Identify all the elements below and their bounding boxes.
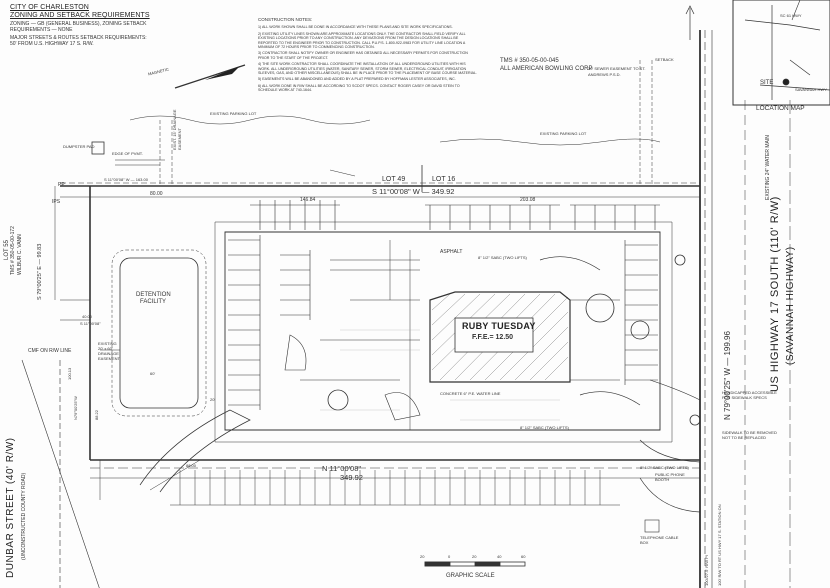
existing-parking-lot-label: EXISTING PARKING LOT xyxy=(210,111,257,116)
existing-drainage-1: EXISTING xyxy=(98,341,117,346)
dunbar-street-sub: (UNCONSTRUCTED COUNTY ROAD) xyxy=(21,472,27,560)
edge-of-pvmt-label: EDGE OF PVMT. xyxy=(112,151,143,156)
lot-49-label: LOT 49 xyxy=(382,176,406,183)
header-us17: 50' FROM U.S. HIGHWAY 17 S. R/W. xyxy=(10,41,94,47)
ffe-label: F.F.E.= 12.50 xyxy=(472,334,514,341)
bearing-top: S 11°00'08" W — 349.92 xyxy=(372,187,455,196)
sidewalk-removed-label: SIDEWALK TO BE REMOVED NOT TO BE REPLACE… xyxy=(722,430,777,440)
handicapped-label: HANDICAPPED ACCESSIBLE FOR SIDEWALK SPEC… xyxy=(722,390,777,400)
cmf-label: CMF ON R/W LINE xyxy=(28,348,72,354)
dumpster-pad-label: DUMPSTER PAD xyxy=(63,144,95,149)
dim-100-13: 100.13 xyxy=(67,367,72,380)
scale-tick: 40 xyxy=(497,554,502,559)
dunbar-street-label: DUNBAR STREET (40' R/W) xyxy=(5,437,16,578)
pp-label: PP xyxy=(58,182,65,188)
sabc-label-3: 8" 1/2" SABC (TWO LIFTS) xyxy=(640,465,689,470)
dim-349-92: 349.92 xyxy=(340,473,363,482)
header-zoning: ZONING — GB (GENERAL BUSINESS), ZONING S… xyxy=(10,21,147,27)
construction-notes-title: CONSTRUCTION NOTES: xyxy=(258,17,313,22)
header-title: ZONING AND SETBACK REQUIREMENTS xyxy=(10,12,150,19)
water-main-label: EXISTING 24" WATER MAIN xyxy=(765,135,771,200)
location-map-title: LOCATION MAP xyxy=(756,105,805,112)
existing-parking-lot-label-2: EXISTING PARKING LOT xyxy=(540,131,587,136)
location-map-site: SITE xyxy=(760,80,774,86)
construction-note: 4) THE SITE WORK CONTRACTOR SHALL COORDI… xyxy=(258,62,478,76)
bearing-left2: N79°00'25"W xyxy=(73,396,78,420)
existing-drainage-3: DRAINAGE xyxy=(98,351,119,356)
existing-drainage-4: EASEMENT xyxy=(98,356,121,361)
bottom-right-road-note: 100' R/W TO RT US HWY 17 S. STATION ON xyxy=(717,504,722,586)
sabc-label-2: 8" 1/2" SABC (TWO LIFTS) xyxy=(520,425,569,430)
construction-note: 3) CONTRACTOR SHALL NOTIFY OWNER OR ENGI… xyxy=(258,51,468,60)
ruby-tuesday-label: RUBY TUESDAY xyxy=(462,321,536,331)
setback-label: SETBACK xyxy=(655,57,674,62)
location-map-road-2: SAVANNAH HWY xyxy=(795,87,827,92)
scale-tick: 60 xyxy=(521,554,526,559)
dim-60: 60' xyxy=(150,371,156,376)
dim-80-00: 80.00 xyxy=(150,191,163,197)
public-phone-label: PUBLIC PHONE BOOTH xyxy=(655,472,685,482)
dumpster-pad xyxy=(91,141,105,155)
sabc-label-1: 8" 1/2" SABC (TWO LIFTS) xyxy=(478,255,527,260)
construction-note: 2) EXISTING UTILITY LINES SHOWN ARE APPR… xyxy=(258,31,466,50)
bearing-small: S 11°00'08" xyxy=(80,321,101,326)
construction-note: 6) ALL WORK DONE IN R/W SHALL BE ACCORDI… xyxy=(258,83,460,93)
dim-146-84: 146.84 xyxy=(300,197,316,203)
scale-tick: 20 xyxy=(420,554,425,559)
detention-label-2: FACILITY xyxy=(140,299,167,305)
bearing-right-label: N 79°00'25" W — 199.96 xyxy=(723,331,732,420)
dim-203-08: 203.08 xyxy=(520,197,536,203)
construction-note: 5) EASEMENTS WILL BE ABANDONED AND ADDED… xyxy=(258,77,456,82)
bearing-top-short: S 11°00'08" W — 163.00 xyxy=(104,177,148,182)
dim-88-22: 88.22 xyxy=(94,409,99,420)
owner-left-label: WILBUR C. VANN xyxy=(17,234,23,275)
existing-drainage-2: 20' x 60' xyxy=(98,346,113,351)
bearing-left-label: S 79°00'25" E — 99.83 xyxy=(37,243,43,300)
bearing-bottom: N 11°00'08" xyxy=(322,464,362,473)
tms-top: TMS # 350-05-00-045 xyxy=(500,58,559,64)
header-streets: MAJOR STREETS & ROUTES SETBACK REQUIREME… xyxy=(10,35,147,41)
telephone-box-label: TELEPHONE CABLE BOX xyxy=(640,535,679,545)
exist-easement-label: EXIST. 15' DRAINAGE EASEMENT xyxy=(172,109,182,150)
detention-facility xyxy=(119,257,199,409)
location-map-frame xyxy=(732,0,830,106)
header-city: CITY OF CHARLESTON xyxy=(10,4,89,11)
telephone-cable-box xyxy=(644,519,660,533)
bottom-right-road-note-2: 100'/27.5' R/W PI xyxy=(704,555,709,586)
location-map-road-1: SC 61 HWY xyxy=(780,13,802,18)
ips-label: IPS xyxy=(52,199,61,205)
dim-20: 20' xyxy=(210,397,216,402)
owner-top: ALL AMERICAN BOWLING CORP xyxy=(500,66,593,72)
sewer-easement-label: 20' SEWER EASEMENT TO ST. ANDREWS P.S.D. xyxy=(588,66,646,77)
asphalt-label: ASPHALT xyxy=(440,249,463,255)
scale-tick: 0 xyxy=(448,554,451,559)
construction-note: 1) ALL WORK SHOWN SHALL BE DONE IN ACCOR… xyxy=(258,25,453,30)
lot-16-label: LOT 16 xyxy=(432,176,456,183)
header-requirements: REQUIREMENTS — NONE xyxy=(10,27,73,33)
dim-40-00: 40.00 xyxy=(82,314,93,319)
scale-tick: 20 xyxy=(472,554,477,559)
concrete-curb-label: CONCRETE 6" P.E. WATER LINE xyxy=(440,391,501,396)
graphic-scale-label: GRAPHIC SCALE xyxy=(446,573,495,579)
construction-notes: CONSTRUCTION NOTES: 1) ALL WORK SHOWN SH… xyxy=(258,17,483,93)
magnetic-arrow-icon xyxy=(205,66,240,80)
tms-left-label: TMS # 350-05-00-172 xyxy=(10,226,16,275)
graphic-scale-bar xyxy=(424,561,526,567)
savannah-highway-label: (SAVANNAH HIGHWAY) xyxy=(785,246,796,365)
detention-label-1: DETENTION xyxy=(136,292,171,298)
us-highway-17-label: US HIGHWAY 17 SOUTH (110' R/W) xyxy=(769,196,781,392)
dim-88-00: 88.00 xyxy=(186,463,197,468)
